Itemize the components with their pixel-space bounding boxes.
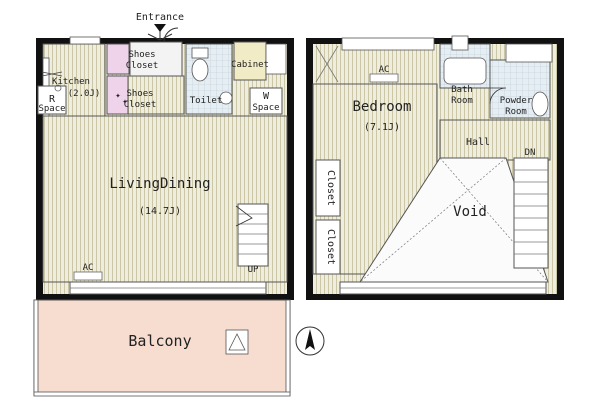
shoes-closet-2-label-a: Shoes [126,89,153,99]
dn-label: DN [525,148,536,158]
closet-1-label: Closet [325,170,336,206]
entrance-label: Entrance [136,12,184,23]
closet-sparkle-icon-2: ✦ [122,97,128,107]
w-space-letter: W [263,91,270,102]
r-space [37,85,67,115]
entrance-arrow-icon [154,24,166,32]
stove-burner-icon [54,84,62,92]
shoes-closet-1-label-b: Closet [126,61,159,71]
hall [439,119,551,161]
toilet-label: Toilet [190,96,223,106]
up-label: UP [248,265,259,275]
sink-icon [219,91,233,105]
entrance-hall [127,75,185,115]
kitchen-window [69,36,101,45]
bath-label-a: Bath [451,85,473,95]
washer-box [265,43,287,75]
bedroom-size-label: (7.1J) [364,122,400,133]
balcony [33,299,291,397]
bedroom-window [341,37,435,51]
ac-living-label: AC [83,263,94,273]
toilet-bowl-icon [191,58,209,82]
w-space-label: Space [252,103,279,113]
powder-label-b: Room [505,107,527,117]
bath-label-b: Room [451,96,473,106]
bathtub-icon [443,57,487,85]
shoes-closet-2-label-b: Closet [124,100,157,110]
powder-sink-icon [531,91,549,117]
w-space [249,87,283,115]
entrance-door-arc [163,27,179,43]
ac-unit-bedroom [369,73,399,83]
kitchen-label: Kitchen [52,77,90,87]
powder-cabinet [505,43,553,63]
shoes-closet-1-label-a: Shoes [128,50,155,60]
lower-floor: ✦ ✦ [36,24,294,300]
living-dining-label: LivingDining [109,176,210,192]
toilet-tank [191,47,209,59]
stairs-up [235,203,269,267]
shoes-closet-1 [106,43,130,75]
r-space-letter: R [49,94,56,105]
cabinet-label: Cabinet [231,60,269,70]
closet-2 [315,219,341,275]
bath-vent [451,35,469,51]
ac-bedroom-label: AC [379,65,390,75]
stairs-down [513,157,549,269]
bedroom-dash-2 [315,45,339,83]
upper-floor [306,35,564,300]
balcony-hatch [225,329,249,355]
closet-2-label: Closet [325,229,336,265]
closet-sparkle-icon: ✦ [115,91,121,101]
kitchen-x-line-2 [41,71,63,77]
living-dining-size-label: (14.7J) [139,206,181,217]
powder-door-arc [489,87,507,105]
powder-label-a: Powder [500,96,533,106]
cabinet [233,41,267,81]
kitchen-size-label: (2.0J) [68,89,101,99]
balcony-label: Balcony [128,332,191,350]
north-compass-icon [295,326,325,356]
void-label: Void [453,204,487,220]
ac-unit-living [73,271,103,281]
hatch-triangle-icon [228,333,246,351]
closet-1 [315,159,341,217]
hall-label: Hall [466,137,490,148]
r-space-label: Space [38,104,65,114]
bedroom-label: Bedroom [352,99,411,115]
